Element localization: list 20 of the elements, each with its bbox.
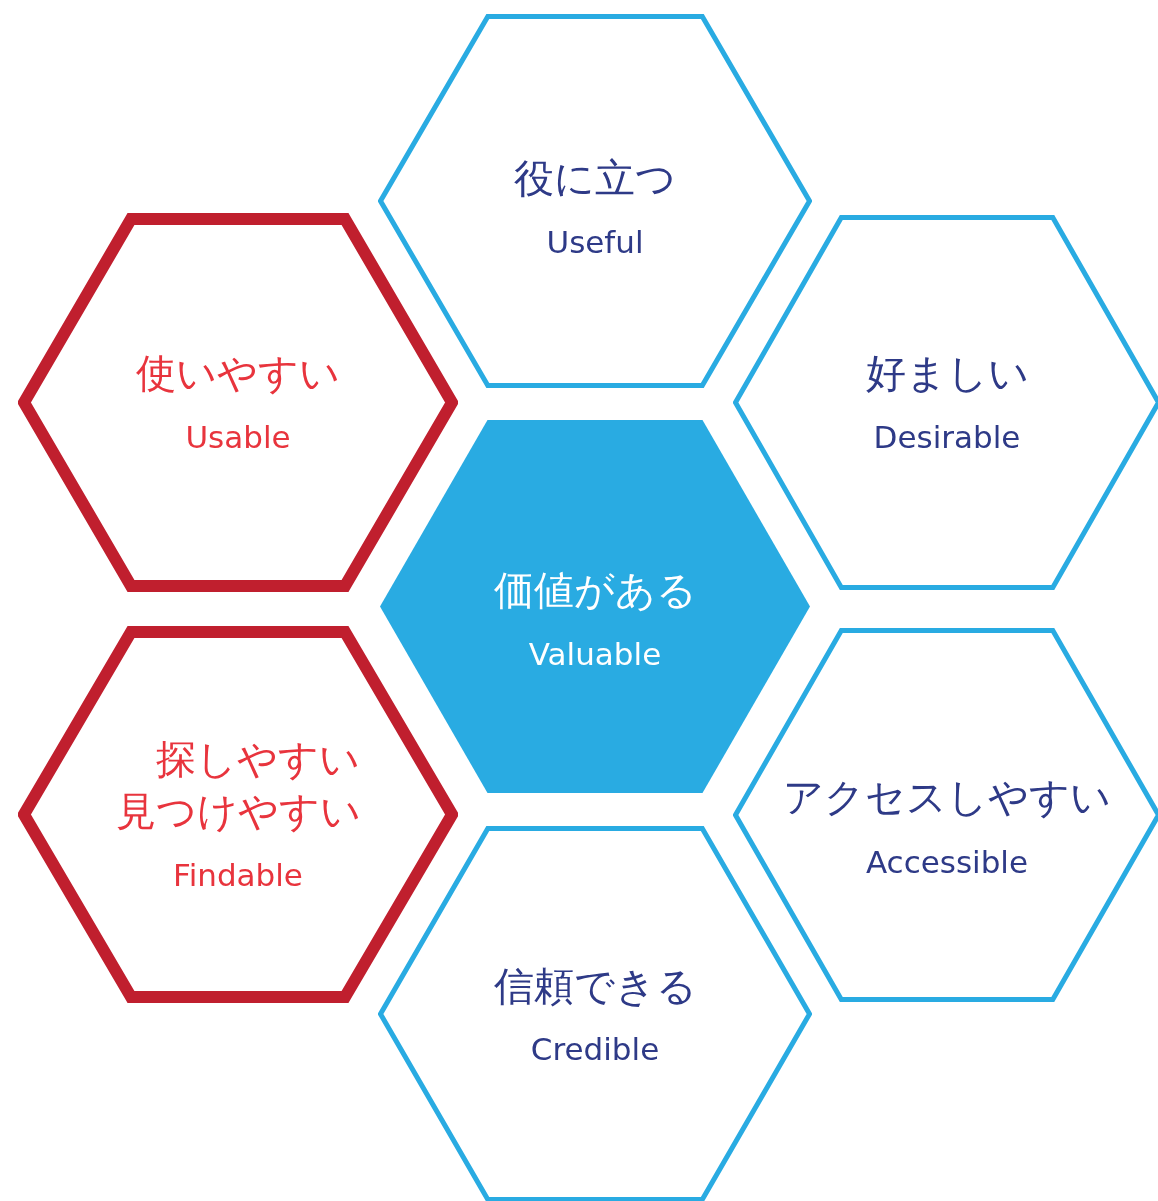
subheading-text: Valuable: [527, 636, 663, 674]
hexagon: [378, 14, 812, 388]
hexagon: [733, 215, 1158, 590]
hexagon: [18, 626, 458, 1003]
subheading-text: Accessible: [864, 844, 1030, 882]
hexagon: [733, 628, 1158, 1002]
heading-text: 好ましい: [864, 349, 1030, 397]
subheading-text: Useful: [545, 224, 645, 262]
hexagon: [18, 213, 458, 592]
subheading-text: Credible: [529, 1031, 661, 1069]
heading-text: 信頼できる: [492, 962, 698, 1010]
heading-text: 探しやすい見つけやすい: [114, 735, 362, 836]
heading-text: 使いやすい: [135, 349, 341, 397]
subheading-text: Desirable: [872, 419, 1022, 457]
subheading-text: Findable: [172, 857, 304, 895]
heading-text: 価値がある: [492, 566, 698, 614]
heading-text: アクセスしやすい: [782, 773, 1112, 821]
heading-text: 役に立つ: [513, 154, 677, 202]
subheading-text: Usable: [184, 419, 292, 457]
hexagon: [378, 826, 812, 1201]
